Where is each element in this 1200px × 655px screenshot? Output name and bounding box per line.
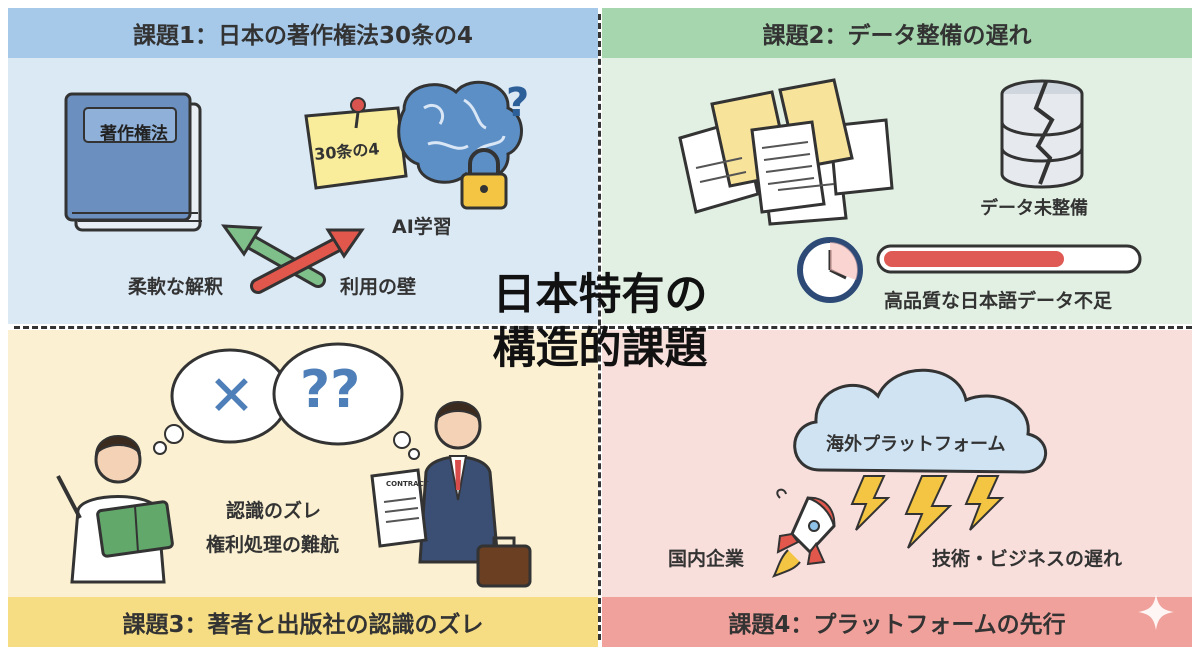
q3-header: 課題3：著者と出版社の認識のズレ [8, 597, 598, 647]
question-mark-icon: ? [506, 80, 530, 126]
disagree-x-icon: ✕ [208, 364, 255, 429]
clock-icon [797, 237, 863, 303]
q4-illustration [771, 368, 1174, 630]
thought-bubble-left-icon [153, 348, 290, 455]
progress-bar-fill [884, 251, 1064, 267]
sparkle-icon [1138, 594, 1174, 630]
thought-bubble-right-icon [272, 342, 420, 460]
brain-icon [397, 80, 523, 198]
quadrant-data-readiness: 課題2：データ整備の遅れ [602, 8, 1192, 324]
q1-header: 課題1：日本の著作権法30条の4 [8, 8, 598, 58]
q3-illustration [56, 342, 532, 588]
crossing-arrows-icon [220, 224, 365, 294]
contract-label: CONTRACT [386, 480, 429, 488]
cloud-label: 海外プラットフォーム [826, 434, 1006, 455]
progress-label: 高品質な日本語データ不足 [884, 290, 1113, 312]
contract-document-icon [370, 468, 428, 548]
central-title: 日本特有の 構造的課題 [468, 268, 732, 376]
horizontal-divider [14, 326, 1192, 329]
sticky-note-icon [304, 97, 408, 190]
lock-icon [460, 148, 508, 210]
double-question-icon: ?? [300, 360, 361, 420]
perception-gap-label: 認識のズレ [226, 500, 322, 522]
vertical-divider [598, 14, 601, 640]
q1-illustration [64, 80, 523, 294]
q4-header: 課題4：プラットフォームの先行 [602, 597, 1192, 647]
q2-illustration [678, 78, 1142, 303]
rocket-icon [771, 488, 836, 578]
rights-processing-label: 権利処理の難航 [206, 534, 340, 556]
domestic-company-label: 国内企業 [668, 548, 745, 570]
law-book-label: 著作権法 [100, 124, 168, 144]
lightning-bolts-icon [850, 475, 1005, 549]
publisher-person-icon [418, 401, 500, 564]
quadrant-platform: 課題4：プラットフォームの先行 海外プラット [602, 330, 1192, 647]
central-title-line-2: 構造的課題 [492, 324, 708, 374]
scattered-documents-icon [678, 78, 894, 226]
usage-barrier-label: 利用の壁 [340, 276, 417, 298]
broken-database-icon [1000, 79, 1084, 189]
flexible-interpretation-label: 柔軟な解釈 [128, 276, 224, 298]
tech-business-lag-label: 技術・ビジネスの遅れ [932, 548, 1123, 570]
central-title-line-1: 日本特有の [492, 270, 708, 320]
law-book-icon [64, 92, 202, 232]
database-label: データ未整備 [980, 198, 1088, 219]
author-person-icon [56, 435, 174, 584]
q2-header: 課題2：データ整備の遅れ [602, 8, 1192, 58]
ai-learning-label: AI学習 [392, 216, 452, 238]
briefcase-icon [476, 536, 532, 588]
quadrant-copyright-law: 課題1：日本の著作権法30条の4 [8, 8, 598, 324]
quadrant-author-publisher: 課題3：著者と出版社の認識のズレ [8, 330, 598, 647]
progress-bar [876, 244, 1142, 274]
cloud-icon [793, 368, 1047, 474]
